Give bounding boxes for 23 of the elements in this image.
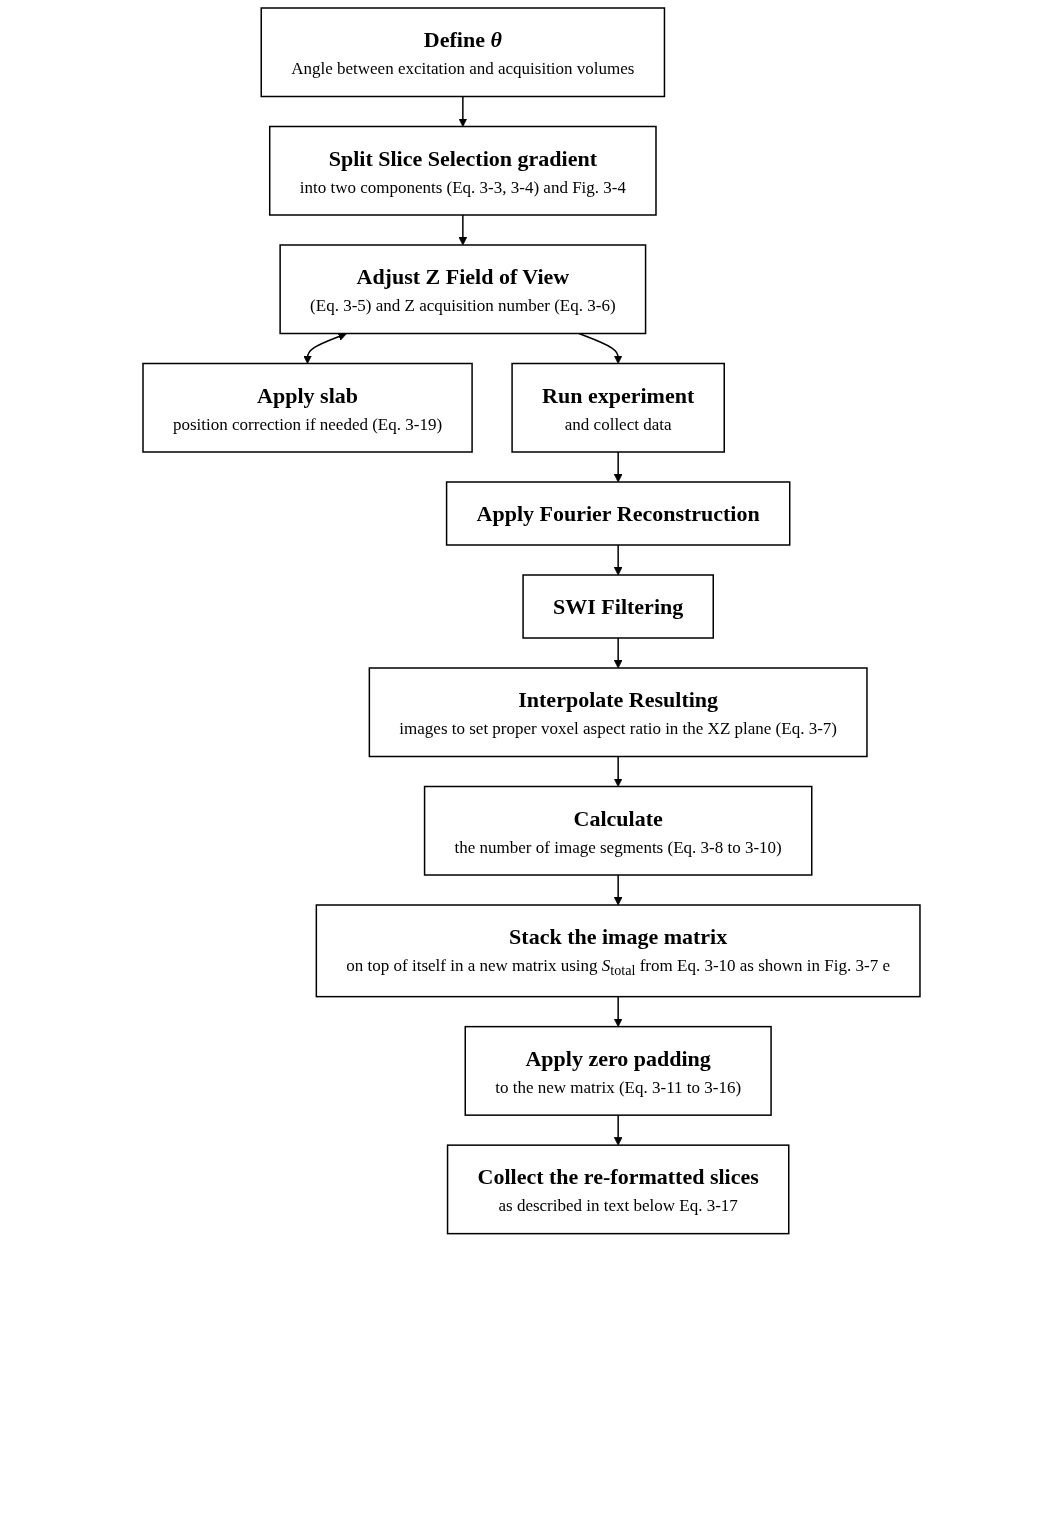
arrow	[613, 637, 623, 669]
node-box: Adjust Z Field of View (Eq. 3-5) and Z acquisition number (Eq. 3-6)	[279, 244, 647, 335]
node-box: Calculate the number of image segments (Eq. 3-8 to 3-10)	[423, 785, 813, 876]
arrow	[613, 995, 623, 1028]
arrow	[613, 755, 623, 787]
node-box: Apply Fourier Reconstruction	[445, 481, 791, 546]
node-box: Interpolate Resulting images to set proper voxel aspect ratio in the XZ plane (Eq. 3-7)	[368, 667, 868, 758]
node-box: Apply slab position correction if needed (Eq. 3-19)	[142, 362, 473, 453]
node-box: Split Slice Selection gradient into two components (Eq. 3-3, 3-4) and Fig. 3-4	[269, 125, 657, 216]
node-box: Collect the re-formatted slices as described in text below Eq. 3-17	[446, 1144, 790, 1235]
arrow	[613, 451, 623, 483]
node-box: Run experiment and collect data	[511, 362, 725, 453]
node-box: Apply zero padding to the new matrix (Eq. 3-11 to 3-16)	[464, 1025, 772, 1116]
arrow	[458, 214, 468, 246]
arrow	[613, 544, 623, 576]
arrow	[458, 95, 468, 127]
node-box: SWI Filtering	[522, 574, 714, 639]
arrow	[578, 332, 623, 364]
arrow	[613, 874, 623, 906]
node-box: Define θ Angle between excitation and acquisition volumes	[260, 7, 666, 98]
arrow	[303, 332, 347, 364]
arrow	[613, 1114, 623, 1146]
node-box: Stack the image matrix on top of itself in a new matrix using S$_{total}$ from Eq. 3-10 as shown in Fig. 3-7 e	[315, 904, 921, 998]
